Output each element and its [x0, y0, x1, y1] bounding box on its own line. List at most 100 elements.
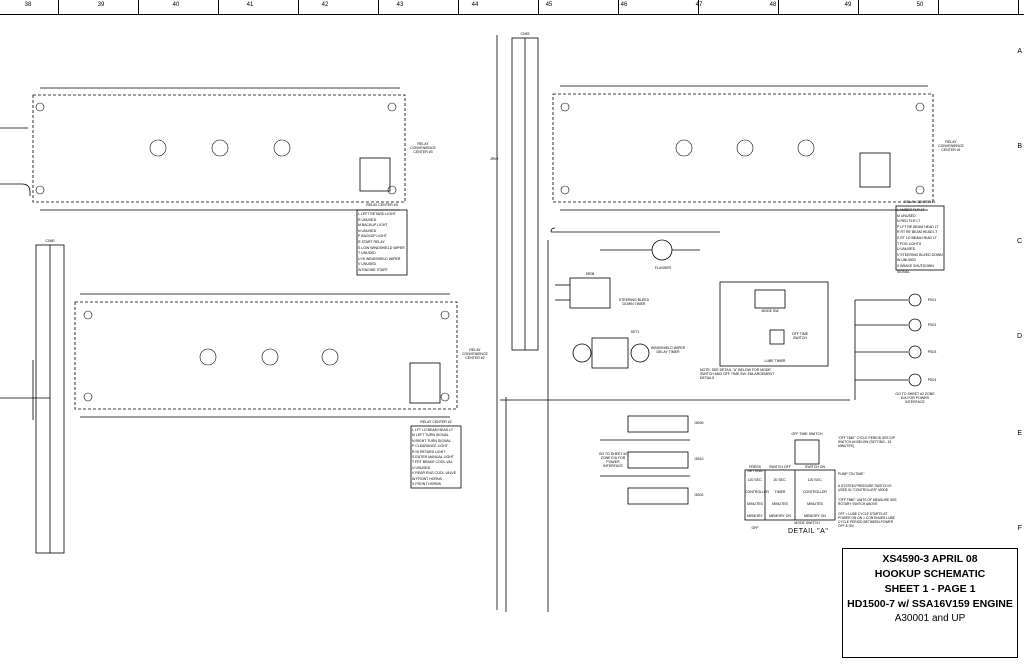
table-cell: MEMORY ON	[804, 514, 826, 518]
lube-timer-label: LUBE TIMER	[764, 359, 786, 363]
table-row: P CLEARANCE LIGHT	[412, 444, 448, 449]
detail-caption: DETAIL "A"	[788, 528, 829, 535]
pressure-switch-label: PS04	[927, 378, 937, 382]
table-cell: MEMORY ON	[769, 514, 791, 518]
row-marker: C	[1016, 238, 1022, 245]
table-row: M UNUSED	[897, 213, 916, 218]
connector-cn50-label: CN50	[45, 239, 55, 243]
jumper-jr09-label: JR09	[489, 157, 499, 161]
detail-off-time-label: OFF TIME SWITCH	[791, 432, 823, 436]
detail-table: 120 SEC. 20 SEC. 120 SEC. CONTROLLER TIM…	[745, 474, 835, 534]
table-row: R START RELAY	[358, 239, 385, 244]
column-number: 46	[620, 2, 628, 8]
row-marker: E	[1017, 430, 1022, 437]
sheet-page: SHEET 1 - PAGE 1	[884, 583, 976, 595]
detail-note: A SYSTEM PRESSURE SWITCH IS USED IN "CON…	[838, 484, 892, 492]
table-cell: MINUTES	[747, 502, 763, 506]
table-row: U UNUSED	[897, 247, 916, 252]
detail-note: OFF = LUBE CYCLE STARTS AT POWER ON ON =…	[838, 512, 895, 528]
table-row: S RT LO BEAM HEAD LT	[897, 235, 937, 240]
row-marker: B	[1017, 143, 1022, 150]
terminal-block-label: GB09	[694, 421, 704, 425]
relay-center-1-table: L AMBER FLR LT M UNUSED N RED FLR LT P L…	[897, 208, 943, 275]
steering-timer-label: STEERING BLEED DOWN TIMER	[618, 298, 650, 306]
column-number: 43	[396, 2, 404, 8]
table-cell: CONTROLLER	[745, 490, 769, 494]
serial-range: A30001 and UP	[894, 613, 966, 624]
table-row: MEMORY OFF MEMORY ON MEMORY ON	[745, 510, 835, 534]
table-row: R RT RE BEAM HEAD LT	[897, 230, 938, 235]
table-row: S ENTER MANUAL LIGHT	[412, 455, 454, 460]
table-row: MINUTES MINUTES MINUTES	[745, 498, 835, 510]
detail-col-header: SWITCH OFF	[769, 465, 791, 469]
table-row: U UNUSED	[412, 465, 431, 470]
table-row: P LFT RE BEAM HEAD LT	[897, 224, 939, 229]
wiper-timer-id: SET1	[630, 330, 640, 334]
table-row: P BACKUP LIGHT	[358, 234, 387, 239]
column-number: 38	[24, 2, 32, 8]
terminal-block-label: GB10	[694, 457, 704, 461]
column-number: 49	[844, 2, 852, 8]
row-marker: A	[1017, 48, 1022, 55]
detail-note: "OFF TIME" CYCLE PERIOD SEE DIP SWITCH #…	[838, 436, 895, 448]
table-row: V REAR ENG COOL VALVE	[412, 471, 457, 476]
table-cell: MINUTES	[772, 502, 788, 506]
table-cell: MEMORY OFF	[747, 514, 763, 530]
column-number: 41	[246, 2, 254, 8]
drawing-number: XS4590-3 APRIL 08	[882, 553, 978, 565]
column-number: 45	[545, 2, 553, 8]
relay-center-2-table: L LFT LO BEAM HEAD LT M LEFT TURN SIGNAL…	[412, 428, 460, 487]
terminal-block-label: GB02	[694, 493, 704, 497]
drawing-title: HOOKUP SCHEMATIC	[874, 568, 986, 580]
table-row: N RED FLR LT	[897, 219, 921, 224]
table-row: CONTROLLER TIMER CONTROLLER	[745, 486, 835, 498]
off-time-switch-label: OFF TIME SWITCH	[791, 332, 809, 340]
table-row: X BRAKE SHUTDOWN SIGNAL	[897, 263, 934, 274]
table-cell: CONTROLLER	[803, 490, 827, 494]
table-cell: TIMER	[774, 490, 786, 494]
table-row: X FRONT HORNS	[412, 482, 441, 487]
pressure-switch-note: GO TO SHEET #2 ZONE E/A FOR POWER INTERF…	[895, 392, 935, 404]
detail-col-header: SWITCH ON	[804, 465, 826, 469]
table-row: R HI RETARD LIGHT	[412, 449, 446, 454]
table-row: L LFT LO BEAM HEAD LT	[412, 428, 453, 432]
detail-col-header: PRESS SETTING	[747, 465, 763, 473]
relay-center-3-label: RELAY CONVENIENCE CENTER #3	[410, 142, 436, 154]
lube-note: NOTE: SEE DETAIL "A" BELOW FOR MODE SWIT…	[700, 368, 775, 380]
machine-model: HD1500-7 w/ SSA16V159 ENGINE	[847, 598, 1013, 610]
table-row: N UNUSED	[358, 228, 377, 233]
pressure-switch-label: PS01	[927, 298, 937, 302]
wiper-timer-label: WINDSHIELD WIPER DELAY TIMER	[650, 346, 686, 354]
connector-cn53-label: CN53	[520, 32, 530, 36]
flasher-label: FLASHER	[654, 266, 672, 270]
relay-center-1-table-title: RELAY CENTER #1	[904, 200, 936, 204]
table-row: W FRONT HORNS	[412, 476, 442, 481]
relay-center-3-table: L LEFT RETARD LIGHT R UNUSED M BACKUP LI…	[358, 212, 406, 274]
pressure-switch-label: PS02	[927, 323, 937, 327]
go-to-sheet-note: GO TO SHEET #2 ZONE E/A FOR POWER INTERF…	[598, 452, 628, 468]
column-number: 42	[321, 2, 329, 8]
table-cell: 120 SEC.	[747, 478, 763, 482]
table-row: W ENGINE START	[358, 267, 388, 272]
table-row: N RIGHT TURN SIGNAL	[412, 438, 451, 443]
table-row: S LOW WINDSHIELD WIPER	[358, 245, 405, 250]
row-marker: D	[1016, 333, 1022, 340]
table-row: L LEFT RETARD LIGHT	[358, 212, 396, 216]
table-row: T FOG LIGHTS	[897, 241, 922, 246]
detail-mode-switch-label: MODE SWITCH	[794, 521, 820, 525]
detail-note: PUMP "ON TIME"	[838, 472, 865, 476]
table-row: R UNUSED	[358, 217, 377, 222]
pressure-switch-label: PS03	[927, 350, 937, 354]
table-row: M BACKUP LIGHT	[358, 223, 388, 228]
table-row: M LEFT TURN SIGNAL	[412, 433, 449, 438]
row-marker: F	[1017, 525, 1022, 532]
table-row: T FRT BRAKE COOL VAL	[412, 460, 453, 465]
relay-center-2-label: RELAY CONVENIENCE CENTER #2	[462, 348, 488, 360]
column-ruler: 38 39 40 41 42 43 44 45 46 47 48 49 50	[0, 0, 1024, 15]
detail-notes: "OFF TIME" CYCLE PERIOD SEE DIP SWITCH #…	[838, 436, 898, 528]
column-number: 48	[769, 2, 777, 8]
column-number: 39	[97, 2, 105, 8]
table-row: V UNUSED	[358, 262, 377, 267]
table-row: L AMBER FLR LT	[897, 208, 925, 212]
